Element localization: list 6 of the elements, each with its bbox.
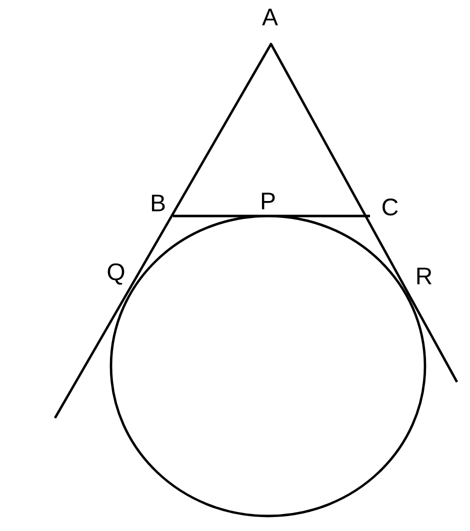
point-label: C xyxy=(382,198,398,216)
point-label: P xyxy=(262,192,275,210)
point-label: Q xyxy=(108,263,124,285)
point-label: B xyxy=(152,194,165,212)
point-label: R xyxy=(417,268,432,284)
point-label: A xyxy=(262,8,278,26)
